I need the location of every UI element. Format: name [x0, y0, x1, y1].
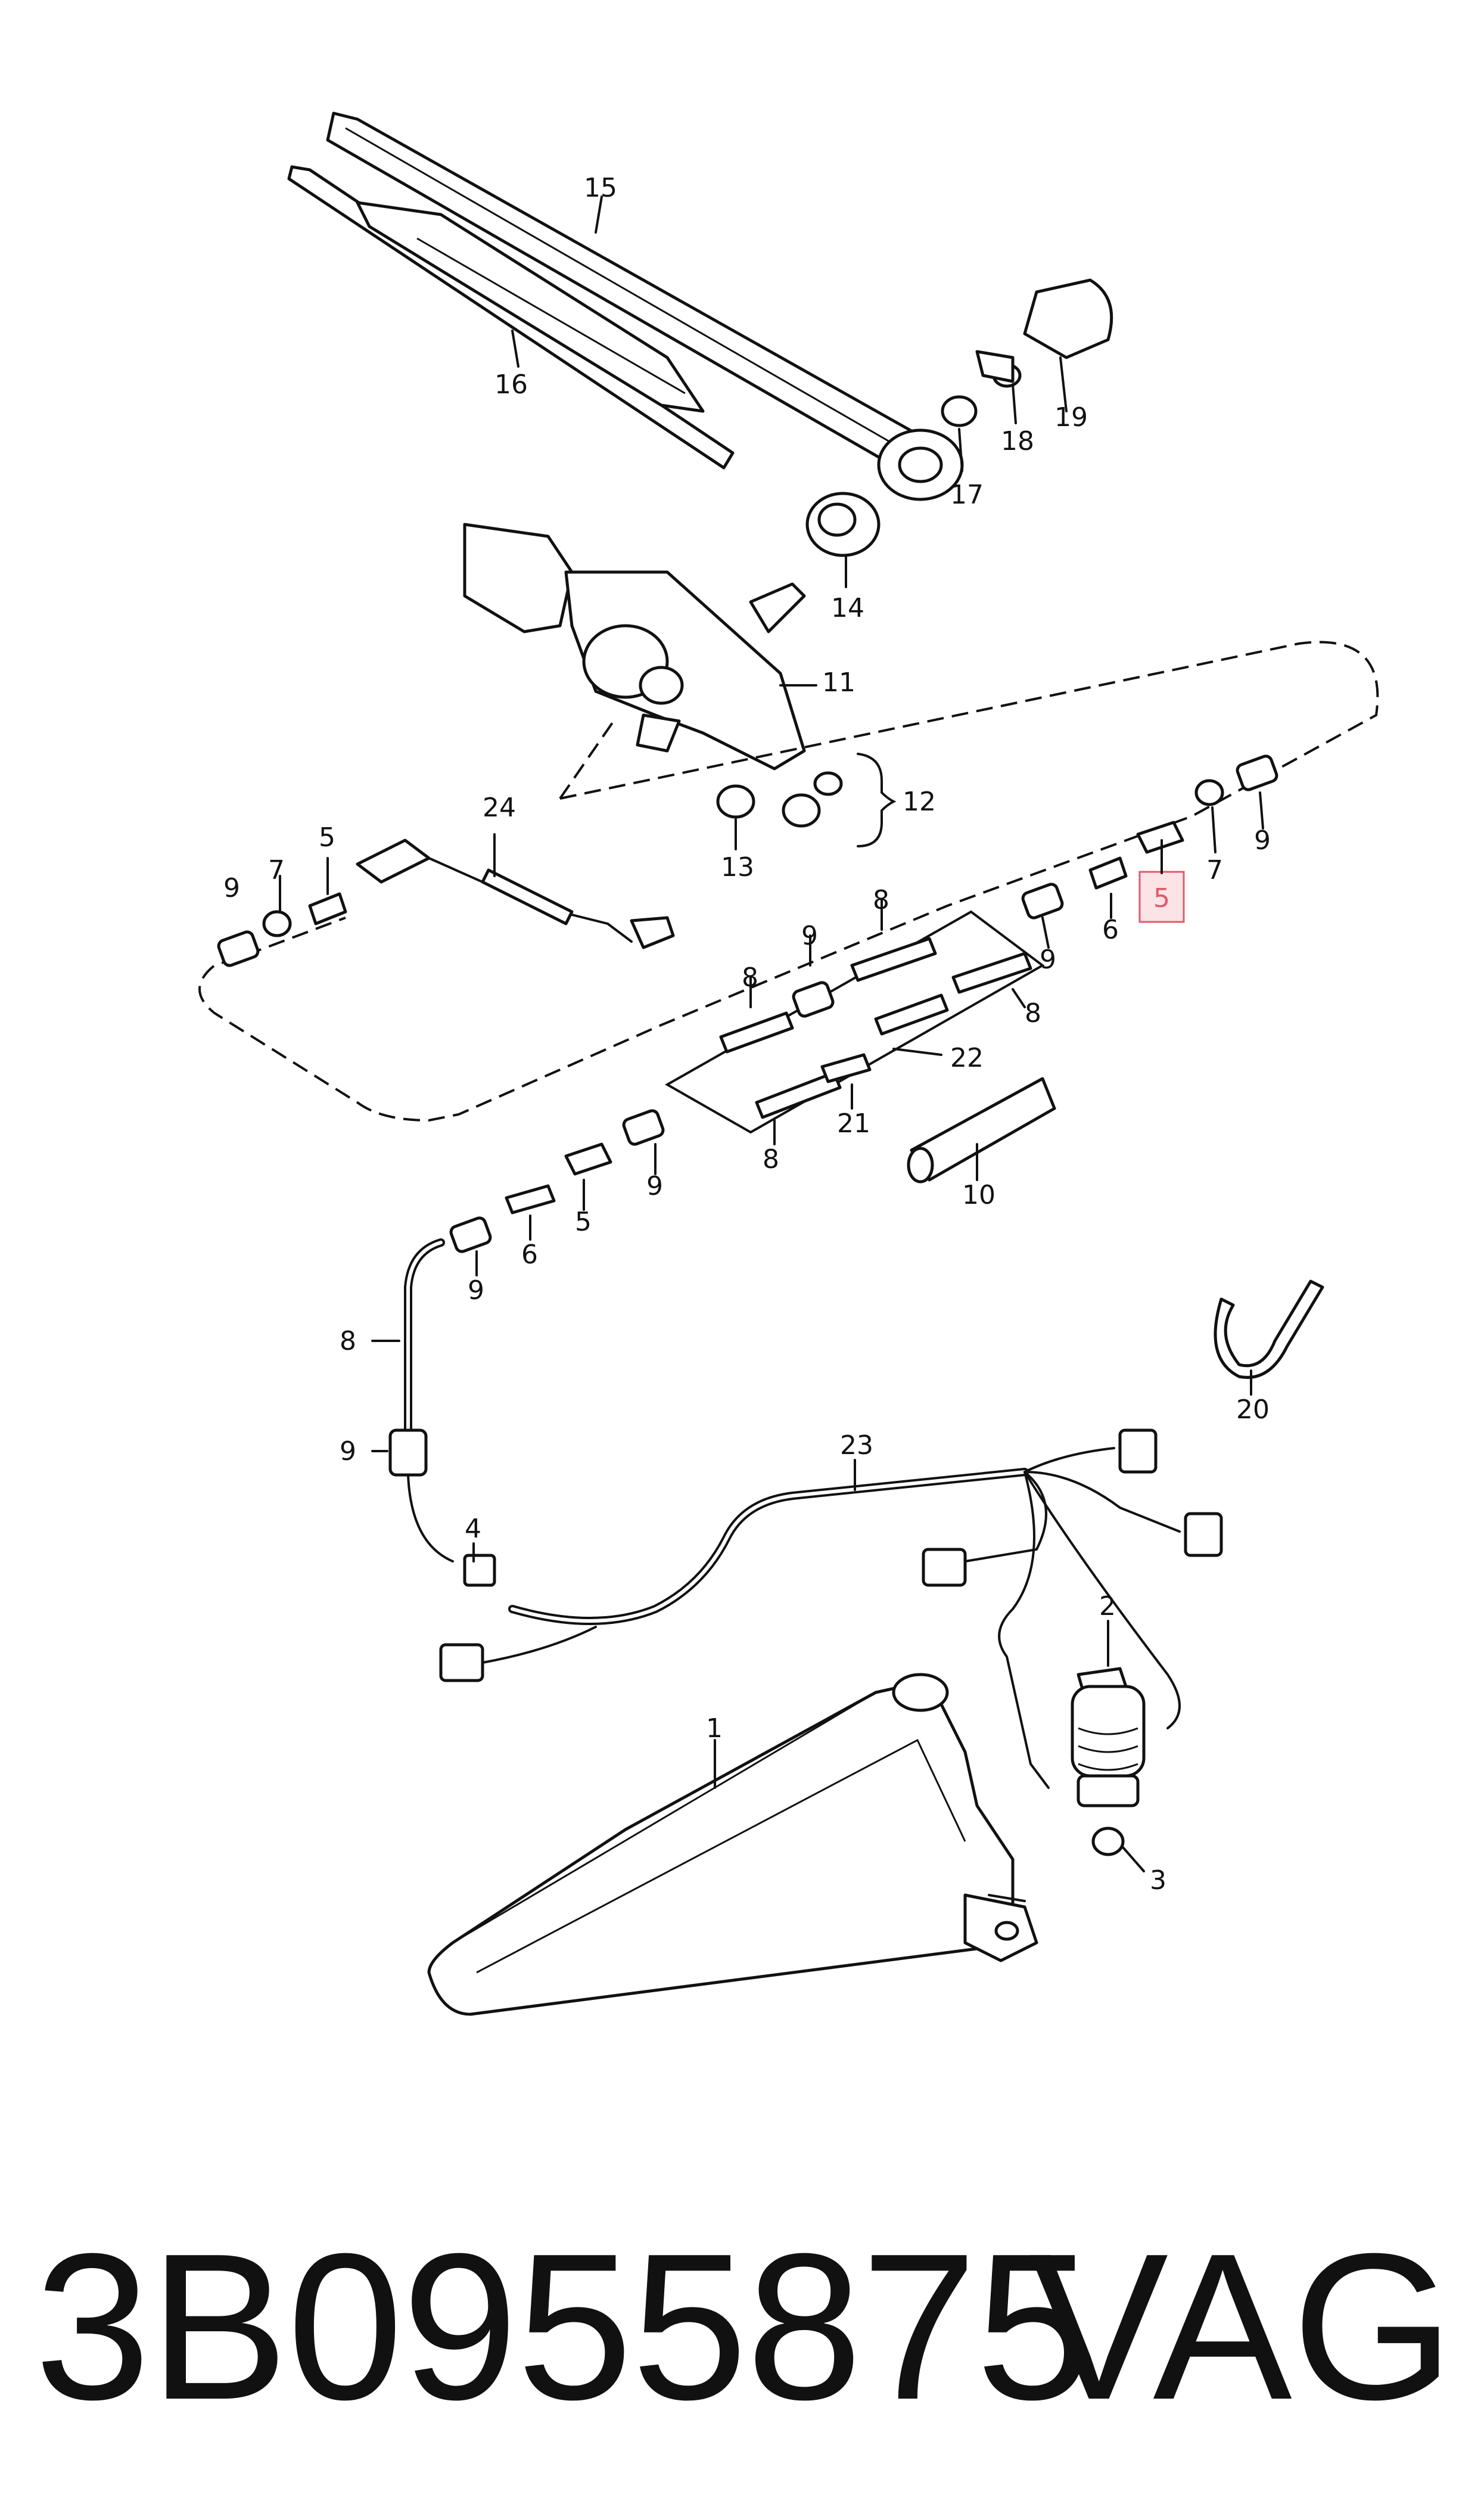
hose-24 [356, 833, 675, 949]
vertical-hose [371, 1238, 454, 1563]
washer-reservoir [427, 1673, 1038, 2016]
cable-tie [1214, 1279, 1324, 1396]
upper-connector-chain [1021, 754, 1278, 949]
exploded-parts-diagram: 15 16 17 18 19 14 11 12 13 24 5 7 9 9 7 … [198, 111, 1379, 2016]
hose-kit-parts [719, 899, 1032, 1145]
callout-2: 2 [1099, 1591, 1116, 1622]
callout-5-highlighted: 5 [1153, 883, 1170, 914]
grommet [805, 492, 881, 588]
wiring-harness [439, 1428, 1223, 1789]
callout-7b: 7 [1206, 855, 1223, 886]
wiper-blade [287, 165, 735, 470]
callout-8b: 8 [742, 962, 758, 993]
callout-6b: 6 [521, 1240, 538, 1270]
callout-9a: 9 [223, 873, 240, 903]
callout-16: 16 [494, 369, 528, 400]
left-connector-chain [217, 857, 347, 967]
callout-13: 13 [721, 852, 754, 883]
callout-4: 4 [465, 1514, 481, 1544]
callout-11: 11 [822, 667, 855, 698]
callout-23: 23 [840, 1430, 873, 1461]
brand-label: VAG [1029, 2210, 1454, 2443]
part-number: 3B0955875 [35, 2210, 1092, 2443]
wiper-arm [326, 111, 964, 501]
callout-9b: 9 [1254, 825, 1271, 856]
callout-15: 15 [584, 173, 617, 203]
wiper-nut-cap-parts [941, 278, 1113, 472]
callout-12: 12 [903, 787, 936, 817]
callout-9g: 9 [340, 1436, 356, 1467]
callout-9e: 9 [646, 1171, 663, 1201]
callout-9d: 9 [801, 921, 818, 951]
callout-9c: 9 [1040, 945, 1056, 975]
callout-8e: 8 [340, 1326, 356, 1356]
lower-connector-chain [449, 1109, 665, 1276]
washer-pump [1071, 1620, 1146, 1872]
highlighted-part-marker [1138, 871, 1185, 923]
callout-5a: 5 [319, 822, 335, 853]
callout-7a: 7 [268, 855, 285, 886]
callout-19: 19 [1054, 402, 1088, 433]
callout-5b: 5 [575, 1207, 592, 1237]
foam-sleeve [907, 1077, 1056, 1184]
callout-20: 20 [1236, 1394, 1270, 1425]
callout-10: 10 [962, 1180, 995, 1210]
callout-24: 24 [483, 793, 516, 823]
callout-17: 17 [950, 480, 984, 510]
callout-14: 14 [831, 593, 864, 623]
callout-1: 1 [706, 1713, 723, 1744]
callout-8a: 8 [873, 885, 889, 915]
wiper-motor [463, 523, 817, 771]
hose-assembly-boundary [198, 641, 1379, 1122]
callout-8d: 8 [763, 1144, 779, 1175]
callout-18: 18 [1001, 426, 1034, 456]
mounting-hardware [716, 753, 897, 850]
callout-22: 22 [950, 1043, 984, 1073]
callout-6a: 6 [1102, 915, 1119, 945]
callout-21: 21 [837, 1108, 870, 1139]
callout-3: 3 [1150, 1865, 1166, 1896]
callout-8c: 8 [1025, 998, 1041, 1029]
callout-9f: 9 [468, 1275, 484, 1306]
